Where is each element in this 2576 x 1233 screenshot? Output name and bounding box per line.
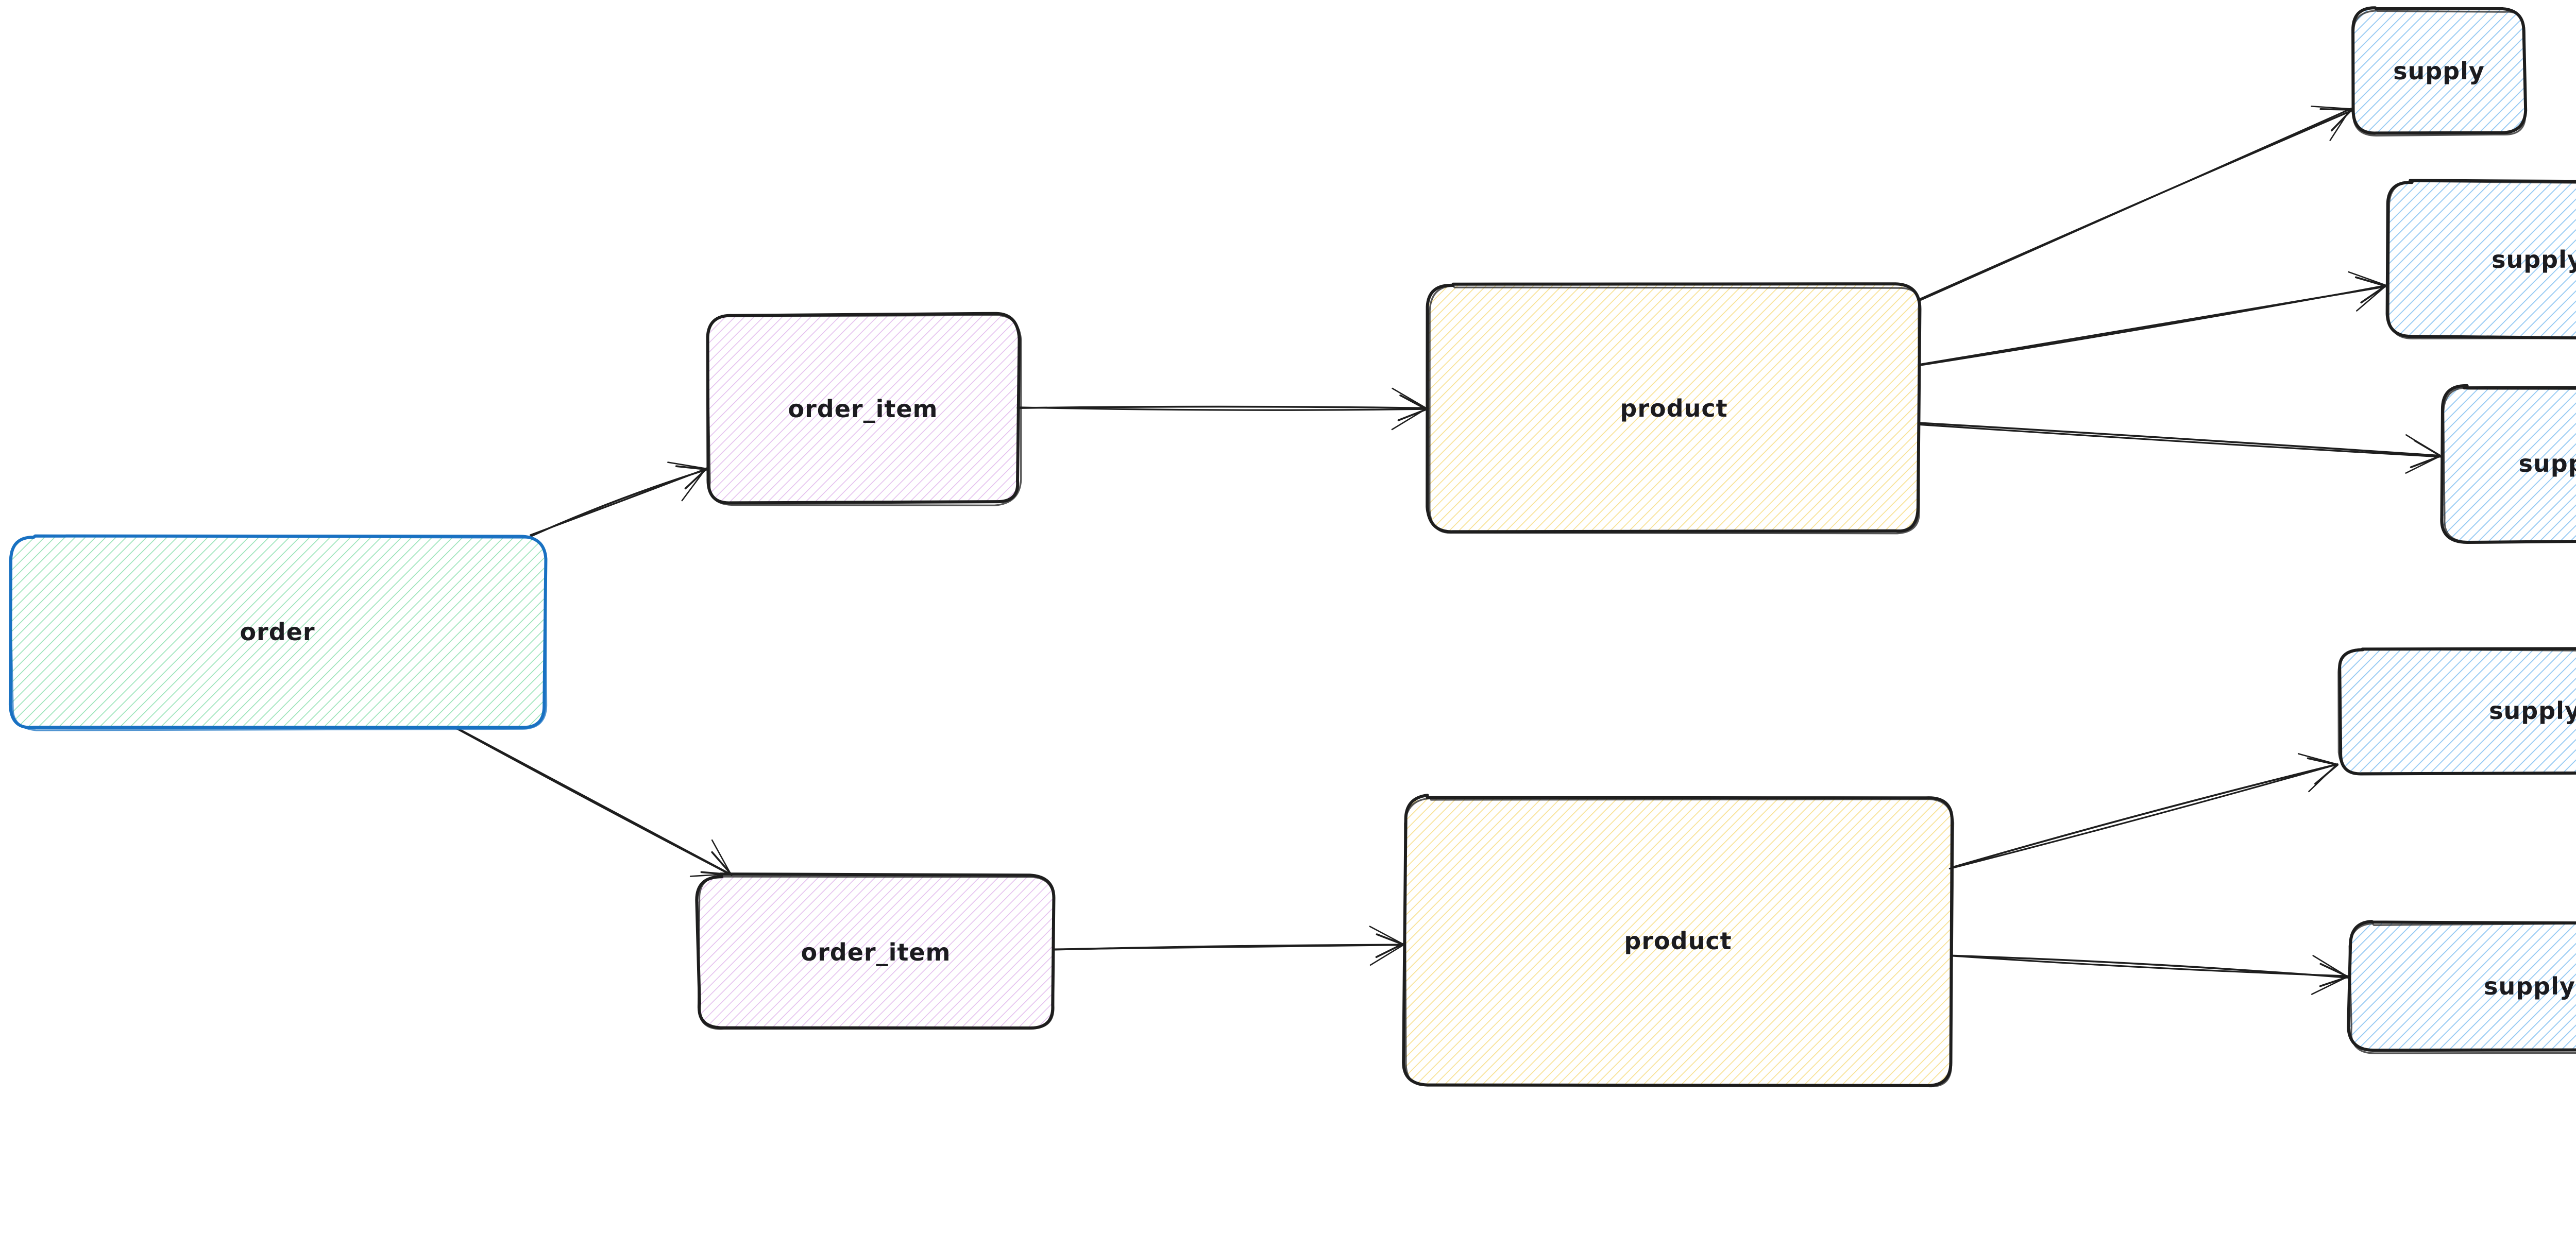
- node-fill: [2340, 649, 2576, 772]
- edge-order-to-order_item_2: [455, 728, 733, 877]
- edge-order_item_2-to-product_2: [1052, 926, 1404, 966]
- node-supply_3[interactable]: [2440, 384, 2576, 544]
- edge-product_2-to-supply_4: [1948, 753, 2339, 870]
- node-border: [2352, 9, 2527, 136]
- edge-product_2-to-supply_5: [1950, 954, 2349, 995]
- node-order_item_1[interactable]: [706, 312, 1022, 506]
- node-fill: [1405, 796, 1952, 1086]
- node-order_item_2[interactable]: [695, 872, 1056, 1030]
- edges-layer: [455, 106, 2442, 995]
- node-fill: [698, 875, 1054, 1030]
- node-fill: [2442, 386, 2576, 541]
- node-fill: [2387, 180, 2576, 338]
- node-product_2[interactable]: [1402, 794, 1955, 1088]
- node-border: [2443, 387, 2576, 543]
- node-fill: [2349, 921, 2576, 1052]
- node-border: [706, 314, 1022, 506]
- edge-product_1-to-supply_3: [1918, 422, 2442, 474]
- node-product_1[interactable]: [1426, 282, 1922, 535]
- node-border: [9, 535, 548, 731]
- node-border: [2348, 922, 2576, 1054]
- edge-product_1-to-supply_2: [1918, 271, 2388, 366]
- node-fill: [707, 314, 1019, 504]
- nodes-layer: [8, 6, 2576, 1088]
- node-border: [1404, 797, 1955, 1088]
- node-supply_2[interactable]: [2385, 179, 2576, 340]
- node-supply_1[interactable]: [2351, 6, 2528, 136]
- edge-order-to-order_item_1: [530, 461, 707, 537]
- node-fill: [2354, 8, 2524, 133]
- edge-product_1-to-supply_1: [1918, 106, 2353, 302]
- node-fill: [9, 536, 545, 729]
- edge-order_item_1-to-product_1: [1016, 387, 1429, 431]
- node-border: [1429, 285, 1920, 535]
- node-fill: [1428, 284, 1920, 533]
- node-border: [697, 875, 1055, 1030]
- node-supply_5[interactable]: [2347, 920, 2576, 1054]
- node-border: [2385, 179, 2576, 340]
- node-border: [2337, 648, 2576, 774]
- node-border: [2387, 180, 2576, 339]
- node-supply_4[interactable]: [2337, 647, 2576, 776]
- node-order[interactable]: [8, 534, 548, 731]
